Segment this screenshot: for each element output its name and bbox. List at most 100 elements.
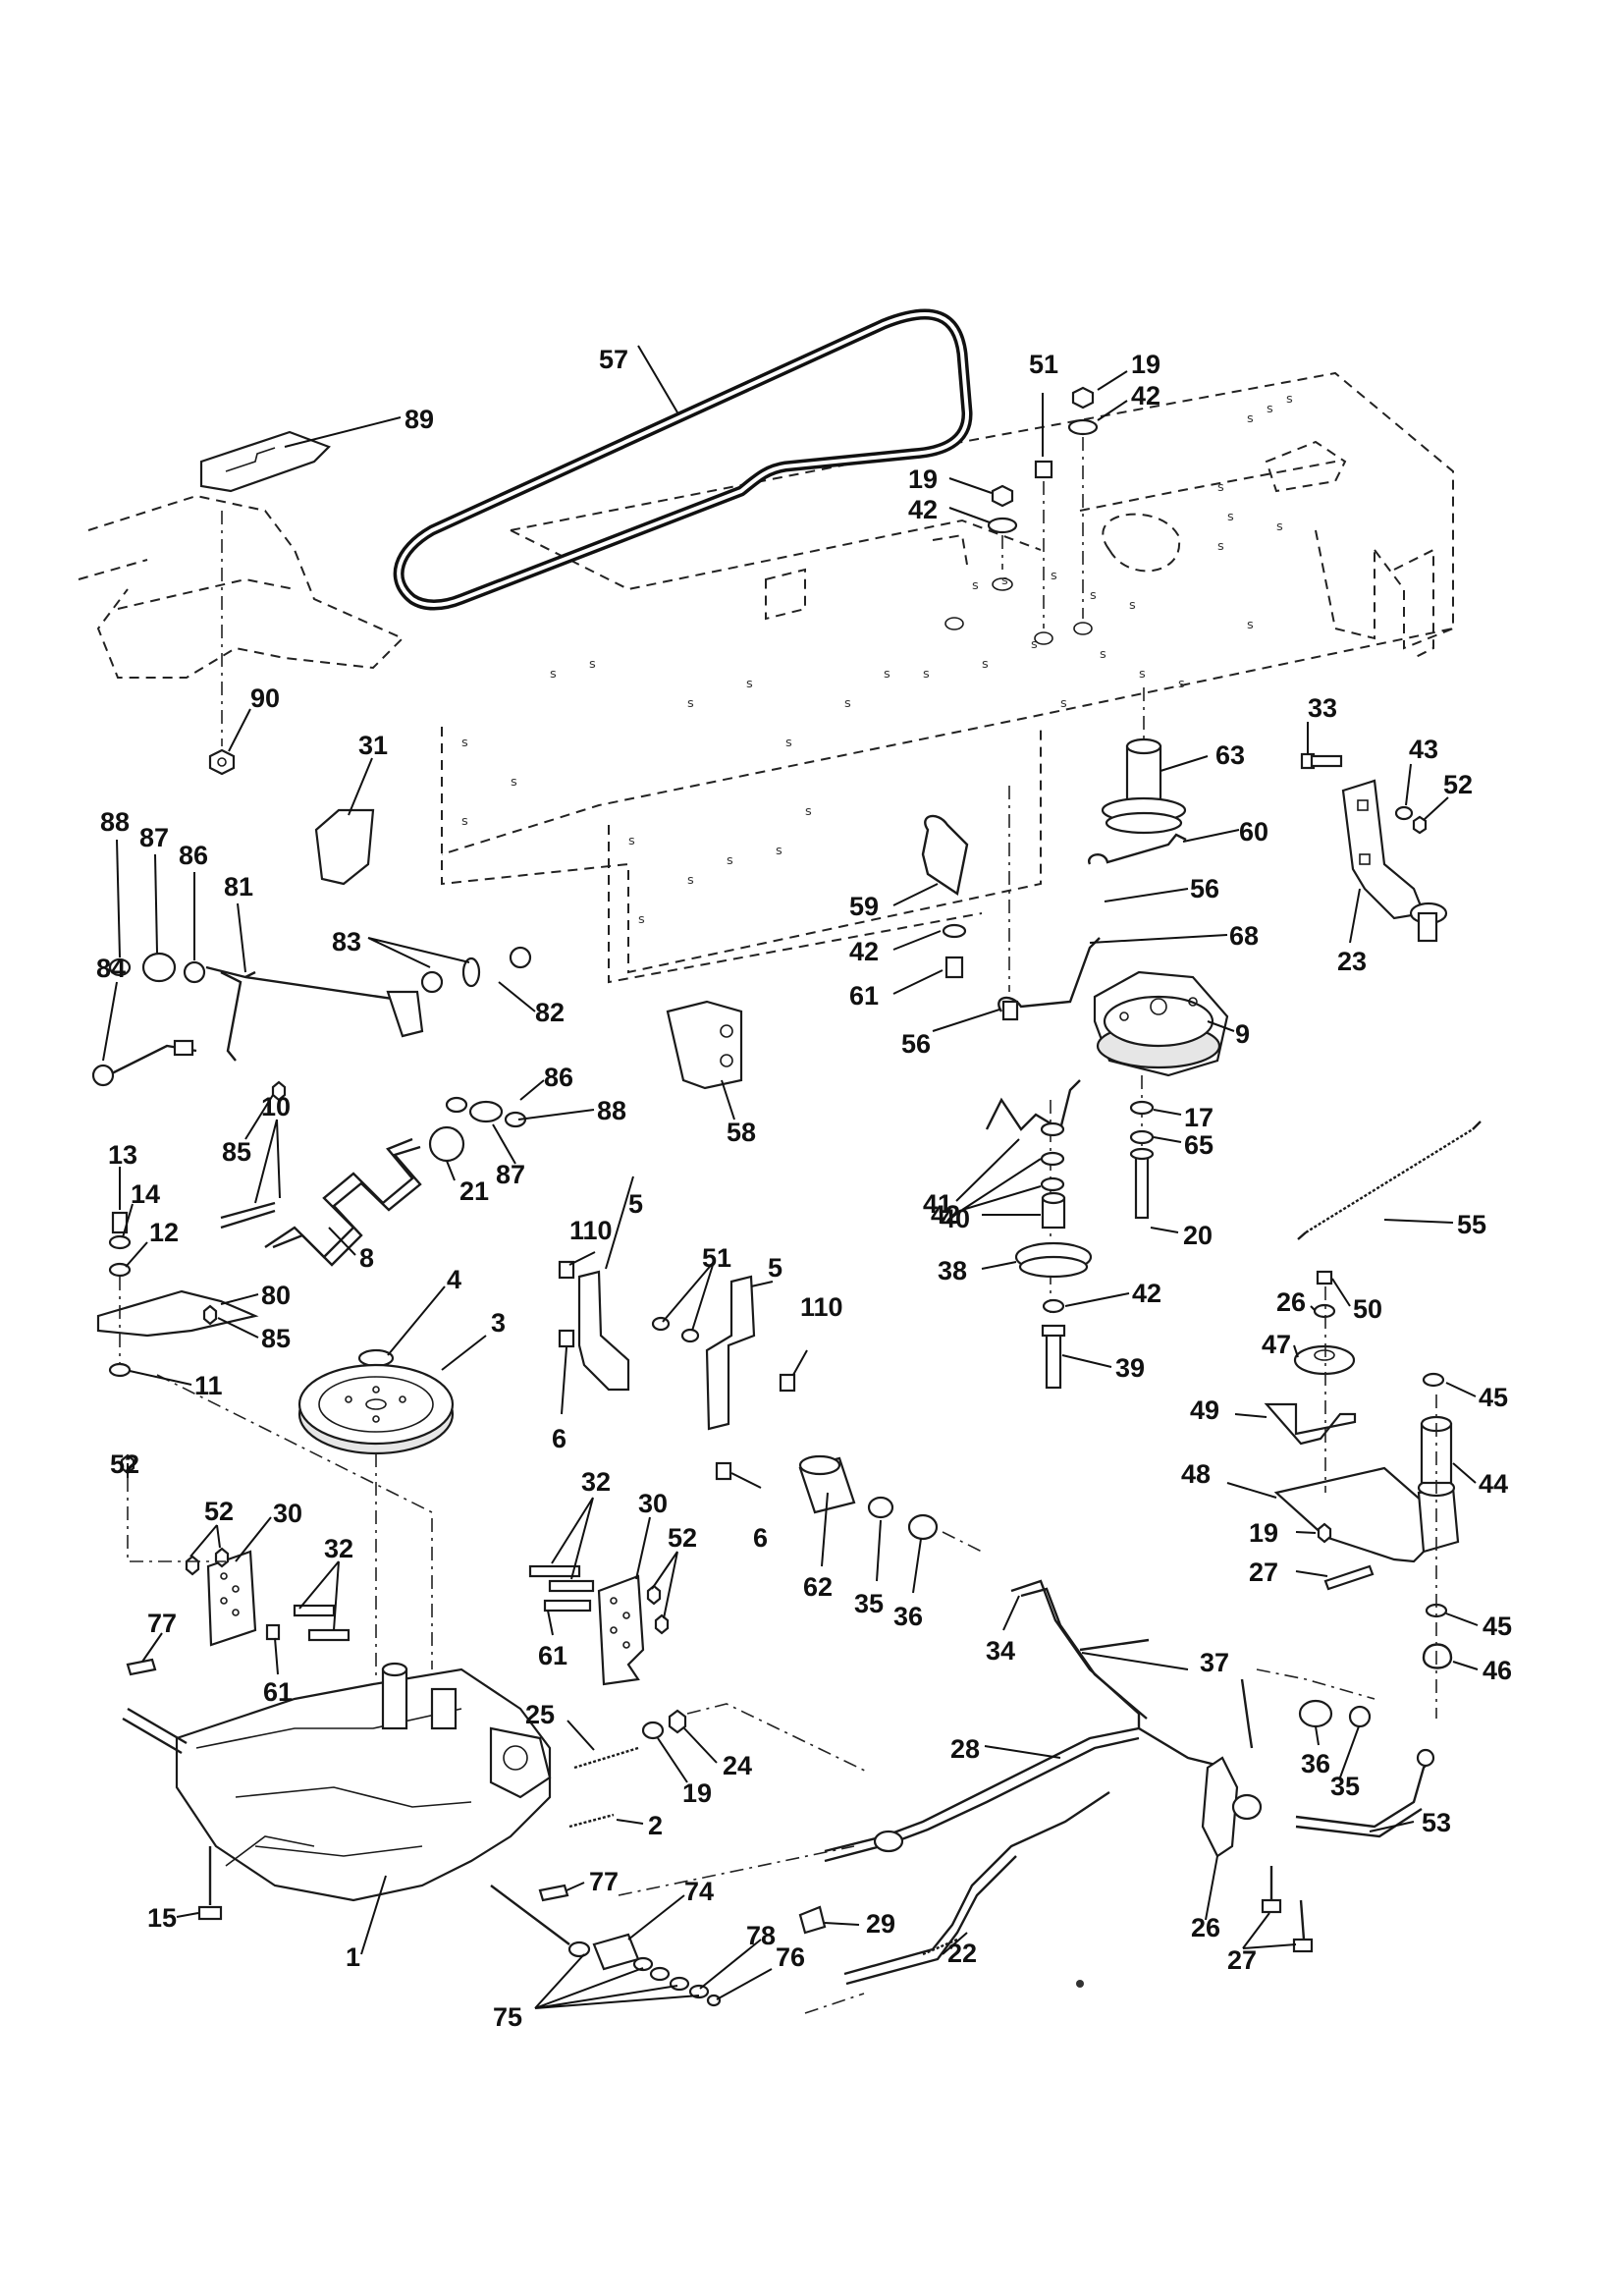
- callout-58: 58: [727, 1118, 756, 1147]
- callout-2: 2: [648, 1811, 663, 1840]
- svg-text:ꜱ: ꜱ: [1267, 401, 1273, 415]
- callout-41: 41: [923, 1189, 952, 1219]
- callout-77: 77: [147, 1609, 177, 1638]
- svg-text:ꜱ: ꜱ: [1031, 636, 1038, 651]
- idler-arm-bracket: [1341, 779, 1448, 943]
- svg-text:ꜱ: ꜱ: [461, 735, 468, 749]
- callout-82: 82: [535, 998, 565, 1027]
- link-brackets: [558, 1260, 796, 1481]
- shift-lever: [220, 1125, 465, 1267]
- hex-nut: [208, 511, 236, 776]
- callout-19: 19: [682, 1778, 712, 1808]
- svg-text:ꜱ: ꜱ: [923, 666, 930, 681]
- callout-56: 56: [901, 1029, 931, 1059]
- callout-87: 87: [139, 823, 169, 852]
- callout-55: 55: [1457, 1210, 1486, 1239]
- svg-text:ꜱ: ꜱ: [1286, 391, 1293, 406]
- callout-48: 48: [1181, 1459, 1211, 1489]
- callout-5: 5: [628, 1189, 643, 1219]
- callout-33: 33: [1308, 693, 1337, 723]
- callout-labels: 57 51 19 42 19 42 89 90 31 63 33 43 52 2…: [96, 345, 1512, 2032]
- svg-text:ꜱ: ꜱ: [687, 872, 694, 887]
- left-axle-bracket: [120, 1374, 433, 1669]
- callout-44: 44: [1479, 1469, 1508, 1499]
- callout-51: 51: [702, 1243, 731, 1273]
- belt-guide: [985, 1079, 1081, 1131]
- lower-pulley-stack: [1014, 1121, 1093, 1390]
- callout-74: 74: [684, 1877, 714, 1906]
- callout-85: 85: [222, 1137, 251, 1167]
- svg-text:ꜱ: ꜱ: [746, 676, 753, 690]
- callout-19: 19: [1131, 350, 1160, 379]
- callout-19: 19: [908, 465, 938, 494]
- callout-84: 84: [96, 954, 126, 983]
- brake-spring-set: [568, 1703, 870, 1829]
- callout-23: 23: [1337, 947, 1367, 976]
- svg-text:ꜱ: ꜱ: [628, 833, 635, 847]
- callout-25: 25: [525, 1700, 555, 1729]
- callout-52: 52: [668, 1523, 697, 1553]
- callout-20: 20: [1183, 1221, 1213, 1250]
- frame-fasteners: [944, 386, 1099, 645]
- callout-65: 65: [1184, 1130, 1214, 1160]
- callout-88: 88: [597, 1096, 626, 1125]
- callout-47: 47: [1262, 1330, 1291, 1359]
- callout-13: 13: [108, 1140, 137, 1170]
- mounting-bolt: [197, 1846, 223, 1921]
- callout-36: 36: [1301, 1749, 1330, 1778]
- callout-42: 42: [1131, 381, 1160, 410]
- mounting-bracket: [666, 1000, 743, 1090]
- callout-61: 61: [849, 981, 879, 1011]
- idler-arm-assembly: [1264, 1270, 1460, 1719]
- electric-pto-clutch: [1093, 970, 1229, 1077]
- svg-text:ꜱ: ꜱ: [1247, 617, 1254, 631]
- callout-110: 110: [569, 1216, 613, 1245]
- transaxle: [122, 1662, 570, 1945]
- callout-88: 88: [100, 807, 130, 837]
- callout-37: 37: [1200, 1648, 1229, 1677]
- svg-text:ꜱ: ꜱ: [1001, 573, 1008, 587]
- svg-text:ꜱ: ꜱ: [982, 656, 989, 671]
- callout-87: 87: [496, 1160, 525, 1189]
- shift-linkage: [91, 946, 532, 1128]
- callout-52: 52: [1443, 770, 1473, 799]
- idler-spring-rod: [998, 937, 1101, 1021]
- drive-belt: [393, 308, 973, 611]
- axle-hardware: [567, 1845, 865, 2014]
- svg-text:ꜱ: ꜱ: [785, 735, 792, 749]
- callout-38: 38: [938, 1256, 967, 1285]
- svg-text:ꜱ: ꜱ: [1051, 568, 1057, 582]
- svg-text:ꜱ: ꜱ: [972, 577, 979, 592]
- chassis-frame: [78, 371, 1454, 984]
- callout-35: 35: [1330, 1772, 1360, 1801]
- svg-text:ꜱ: ꜱ: [1090, 587, 1097, 602]
- extension-spring: [1297, 1121, 1482, 1240]
- callout-35: 35: [854, 1589, 884, 1618]
- svg-text:ꜱ: ꜱ: [884, 666, 890, 681]
- callout-26: 26: [1191, 1913, 1220, 1942]
- specks: [1076, 1980, 1084, 1988]
- callout-80: 80: [261, 1281, 291, 1310]
- callout-17: 17: [1184, 1103, 1214, 1132]
- callout-61: 61: [263, 1677, 293, 1707]
- pedal-rod: [824, 1726, 1228, 1863]
- callout-42: 42: [849, 937, 879, 966]
- woodruff-keys: [126, 1658, 569, 1902]
- callout-51: 51: [1029, 350, 1058, 379]
- callout-68: 68: [1229, 921, 1259, 951]
- svg-text:ꜱ: ꜱ: [1247, 410, 1254, 425]
- callout-8: 8: [359, 1243, 374, 1273]
- svg-text:ꜱ: ꜱ: [638, 911, 645, 926]
- callout-75: 75: [493, 2002, 522, 2032]
- callout-61: 61: [538, 1641, 567, 1670]
- callout-63: 63: [1215, 740, 1245, 770]
- callout-26: 26: [1276, 1287, 1306, 1317]
- callout-59: 59: [849, 892, 879, 921]
- callout-34: 34: [986, 1636, 1015, 1666]
- svg-text:ꜱ: ꜱ: [687, 695, 694, 710]
- svg-text:ꜱ: ꜱ: [1217, 479, 1224, 494]
- callout-45: 45: [1483, 1612, 1512, 1641]
- callout-49: 49: [1190, 1395, 1219, 1425]
- torsion-spring: [1088, 833, 1187, 865]
